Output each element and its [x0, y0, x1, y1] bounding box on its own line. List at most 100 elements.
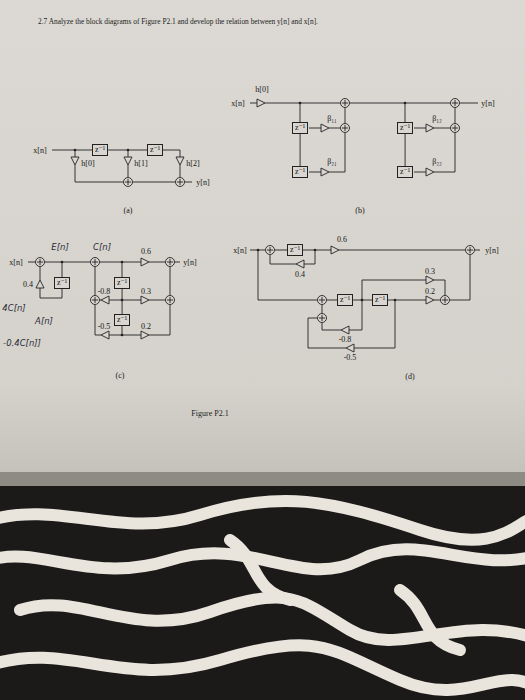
signal-label: β₂₂ — [432, 157, 442, 166]
signal-connector — [405, 134, 406, 166]
signal-label: -0.8 — [339, 335, 352, 344]
delay-label: z⁻¹ — [290, 245, 300, 255]
delay-label: z⁻¹ — [95, 145, 105, 155]
multiplier-triangle — [341, 326, 349, 334]
signal-connector — [300, 134, 301, 166]
multiplier-triangle — [124, 157, 132, 165]
adder-symbol — [318, 314, 327, 323]
junction-dot — [257, 249, 260, 252]
delay-label: z⁻¹ — [400, 167, 410, 177]
delay-box: z⁻¹ — [337, 294, 353, 306]
multiplier-triangle — [331, 246, 339, 254]
signal-label: -0.8 — [98, 287, 111, 296]
stripe — [0, 645, 525, 690]
multiplier-triangle — [426, 296, 434, 304]
signal-wire — [250, 250, 480, 348]
handwritten-note: A[n] — [35, 317, 53, 326]
signal-connector — [108, 150, 147, 151]
multiplier-triangle — [36, 280, 44, 288]
multiplier-triangle — [141, 258, 149, 266]
multiplier-triangle — [141, 331, 149, 339]
signal-label: β₁₁ — [327, 114, 337, 123]
signal-label: h[0] — [255, 85, 268, 94]
delay-box: z⁻¹ — [92, 144, 108, 156]
signal-label: (c) — [116, 371, 125, 380]
delay-box: z⁻¹ — [397, 122, 413, 134]
multiplier-triangle — [101, 331, 109, 339]
signal-label: 0.4 — [295, 270, 305, 279]
connector-line — [353, 300, 372, 301]
delay-box: z⁻¹ — [114, 277, 130, 289]
adder-symbol — [318, 296, 327, 305]
signal-label: h[2] — [186, 159, 199, 168]
junction-dot — [314, 249, 317, 252]
multiplier-triangle — [321, 124, 329, 132]
signal-label: β₂₁ — [327, 157, 337, 166]
junction-dot — [121, 334, 124, 337]
delay-label: z⁻¹ — [150, 145, 160, 155]
delay-box: z⁻¹ — [292, 122, 308, 134]
multiplier-triangle — [176, 157, 184, 165]
delay-box: z⁻¹ — [292, 166, 308, 178]
signal-wire — [250, 103, 478, 172]
delay-box: z⁻¹ — [147, 144, 163, 156]
connector-line — [122, 289, 123, 314]
multiplier-triangle — [257, 99, 265, 107]
junction-dot — [61, 261, 64, 264]
adder-symbol — [166, 296, 175, 305]
delay-box: z⁻¹ — [287, 244, 303, 256]
signal-label: y[n] — [183, 258, 196, 267]
connector-line — [300, 134, 301, 166]
stripe — [230, 540, 290, 600]
connector-line — [108, 150, 147, 151]
handwritten-note: E[n] — [51, 243, 68, 252]
junction-dot — [361, 299, 364, 302]
signal-label: 0.2 — [141, 322, 151, 331]
junction-dot — [404, 102, 407, 105]
signal-wire — [28, 262, 180, 335]
junction-dot — [121, 261, 124, 264]
adder-symbol — [341, 124, 350, 133]
adder-symbol — [341, 99, 350, 108]
adder-symbol — [91, 296, 100, 305]
signal-connector — [353, 300, 372, 301]
multipliers — [36, 99, 434, 352]
junction-dots — [61, 102, 407, 337]
junction-dot — [74, 149, 77, 152]
signal-label: 0.4 — [23, 280, 33, 289]
adder-symbol — [266, 246, 275, 255]
adder-symbol — [36, 258, 45, 267]
delay-label: z⁻¹ — [375, 295, 385, 305]
signal-label: x[n] — [231, 99, 244, 108]
signal-label: y[n] — [196, 178, 209, 187]
multiplier-triangle — [426, 168, 434, 176]
problem-statement: 2.7 Analyze the block diagrams of Figure… — [38, 17, 318, 26]
signal-label: x[n] — [9, 258, 22, 267]
adder-symbol — [166, 258, 175, 267]
adders — [36, 99, 475, 323]
multiplier-triangle — [346, 344, 354, 352]
signal-label: -0.5 — [344, 353, 357, 362]
stripe — [400, 590, 460, 650]
signal-label: (a) — [124, 206, 133, 215]
handwritten-note: 4C[n] — [2, 304, 25, 313]
signal-label: y[n] — [481, 99, 494, 108]
adder-symbol — [441, 296, 450, 305]
signal-label: h[0] — [81, 159, 94, 168]
signal-label: 0.6 — [337, 235, 347, 244]
delay-label: z⁻¹ — [117, 315, 127, 325]
multiplier-triangle — [296, 260, 304, 268]
handwritten-note: -0.4C[n]] — [3, 339, 41, 348]
adder-symbol — [176, 178, 185, 187]
signal-label: y[n] — [485, 246, 498, 255]
multiplier-triangle — [141, 296, 149, 304]
adder-symbol — [91, 258, 100, 267]
figure-caption: Figure P2.1 — [191, 409, 228, 418]
delay-label: z⁻¹ — [400, 123, 410, 133]
adder-symbol — [124, 178, 133, 187]
signal-label: 0.3 — [425, 267, 435, 276]
